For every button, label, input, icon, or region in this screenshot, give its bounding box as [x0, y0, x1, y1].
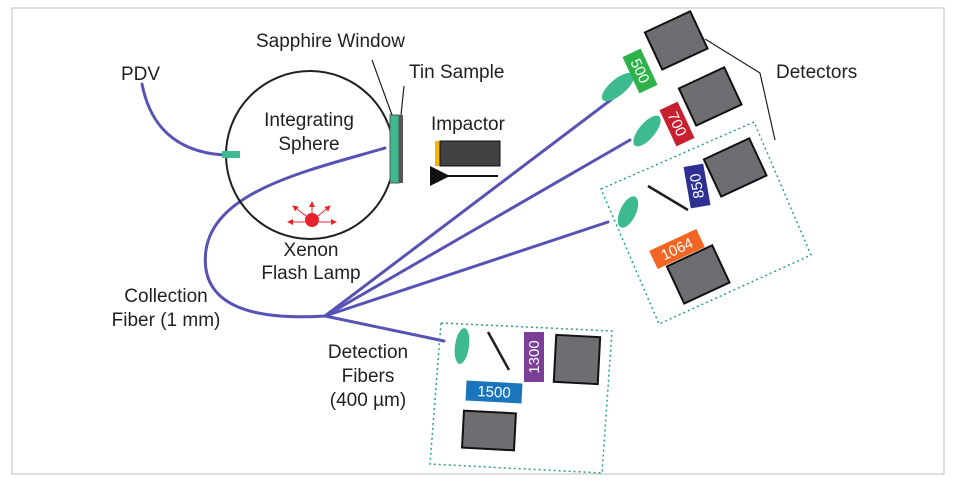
label-integrating-sphere-1: Integrating	[264, 110, 354, 131]
label-pdv: PDV	[121, 64, 160, 85]
tin-sample	[399, 115, 403, 183]
sapphire-leader	[371, 59, 393, 116]
filter-1300: 1300	[524, 332, 544, 382]
sapphire-window	[389, 114, 400, 184]
detector-1300	[552, 333, 602, 386]
detector-500	[643, 9, 709, 71]
detector-700	[677, 65, 743, 127]
xenon-flash-lamp	[287, 201, 337, 227]
label-tin-sample: Tin Sample	[409, 62, 504, 83]
detector-box-upper	[600, 121, 812, 325]
label-detection-fibers-1: Detection	[328, 342, 408, 363]
tin-leader	[400, 85, 405, 116]
label-detectors: Detectors	[776, 62, 857, 83]
lens-700	[633, 115, 661, 147]
filter-1500: 1500	[465, 380, 523, 404]
detection-fiber-500	[323, 97, 614, 318]
fibers	[140, 82, 632, 343]
lamp-bulb	[305, 213, 319, 227]
detection-fiber-850	[323, 220, 610, 318]
detectors	[460, 9, 768, 452]
svg-text:1300: 1300	[526, 340, 543, 373]
pdv-port	[222, 151, 240, 158]
detector-1500	[460, 409, 517, 452]
detection-fiber-700	[323, 138, 632, 318]
impactor-body	[439, 140, 501, 167]
svg-text:1500: 1500	[477, 383, 511, 402]
label-integrating-sphere-2: Sphere	[278, 134, 339, 155]
detection-fiber-1300	[323, 314, 446, 343]
beam-splitter-upper	[647, 184, 689, 212]
label-detection-fibers-3: (400 µm)	[330, 390, 406, 411]
detectors-leaders	[704, 38, 776, 141]
svg-text:850: 850	[687, 172, 708, 200]
impactor-tip	[435, 141, 440, 166]
detector-1064	[665, 243, 731, 305]
collection-fiber	[203, 146, 387, 319]
lenses	[454, 72, 661, 364]
lens-1300	[454, 328, 470, 364]
label-impactor: Impactor	[431, 114, 506, 135]
label-detection-fibers-2: Fibers	[342, 366, 395, 387]
lens-850	[617, 196, 639, 228]
label-collection-fiber-2: Fiber (1 mm)	[112, 310, 221, 331]
lens-500	[601, 72, 635, 102]
label-collection-fiber-1: Collection	[124, 286, 207, 307]
pdv-fiber	[140, 82, 226, 157]
filter-850: 850	[683, 163, 711, 209]
label-xenon-2: Flash Lamp	[261, 263, 360, 284]
detector-850	[702, 136, 768, 198]
label-sapphire-window: Sapphire Window	[256, 31, 405, 52]
figure-frame	[11, 7, 945, 475]
label-xenon-1: Xenon	[284, 240, 339, 261]
beam-splitter-lower	[486, 331, 511, 371]
